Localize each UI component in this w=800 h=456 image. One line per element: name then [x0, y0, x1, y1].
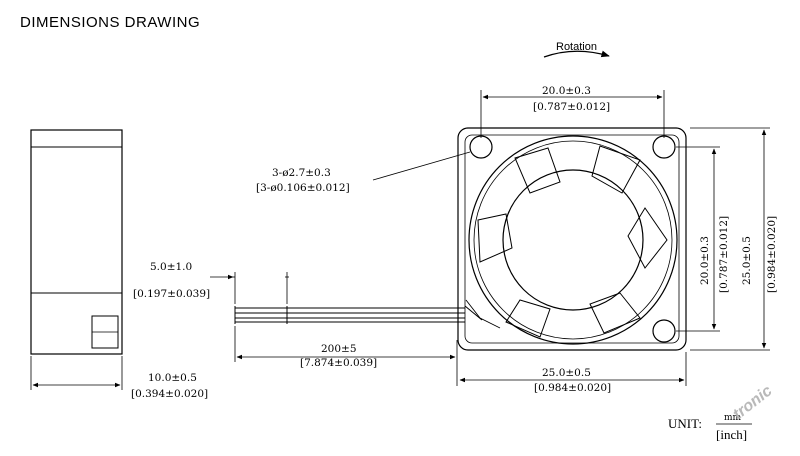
right-outer-dimension — [690, 127, 770, 351]
top-width-dimension — [480, 90, 665, 138]
rotation-arrow — [543, 50, 610, 58]
front-view — [457, 127, 687, 351]
fan-hub — [502, 169, 644, 311]
wire-leads — [234, 305, 483, 324]
watermark-logo: tronic — [730, 382, 776, 423]
bottom-width-mm: 25.0±0.5 — [542, 367, 591, 379]
mount-hole-top-right — [652, 135, 676, 159]
wire-length-mm: 200±5 — [321, 343, 357, 355]
page-title: DIMENSIONS DRAWING — [20, 14, 200, 31]
wire-strip-dimension — [210, 272, 289, 304]
unit-label: UNIT: — [668, 416, 702, 431]
right-outer-in: [0.984±0.020] — [766, 216, 778, 293]
thickness-in: [0.394±0.020] — [131, 388, 208, 400]
side-view — [30, 129, 123, 355]
fan-bore — [468, 135, 678, 345]
thickness-mm: 10.0±0.5 — [148, 372, 197, 384]
side-view-body — [30, 129, 123, 355]
right-inner-dimension — [676, 146, 720, 332]
bottom-width-dimension — [459, 352, 687, 386]
holes-leader — [372, 151, 471, 181]
right-inner-mm: 20.0±0.3 — [699, 236, 711, 285]
mount-hole-bottom-right — [652, 319, 676, 343]
right-outer-mm: 25.0±0.5 — [741, 236, 753, 285]
wire-strip-mm: 5.0±1.0 — [150, 261, 192, 273]
unit-mm: mm — [724, 413, 742, 423]
holes-mm: 3-ø2.7±0.3 — [272, 167, 331, 179]
top-width-mm: 20.0±0.3 — [542, 85, 591, 97]
wire-length-dimension — [234, 326, 458, 386]
watermark-text: tronic — [730, 382, 776, 423]
rotation-label: Rotation — [556, 41, 597, 53]
thickness-dimension — [30, 356, 123, 390]
top-width-in: [0.787±0.012] — [533, 101, 610, 113]
wire-strip-in: [0.197±0.039] — [133, 288, 210, 300]
fan-frame — [457, 127, 687, 351]
wire-length-in: [7.874±0.039] — [300, 357, 377, 369]
holes-in: [3-ø0.106±0.012] — [256, 182, 350, 194]
unit-inch: [inch] — [716, 427, 747, 442]
fan-blades — [477, 145, 668, 338]
right-inner-in: [0.787±0.012] — [718, 216, 730, 293]
mount-hole-top-left — [469, 135, 493, 159]
bottom-width-in: [0.984±0.020] — [534, 382, 611, 394]
